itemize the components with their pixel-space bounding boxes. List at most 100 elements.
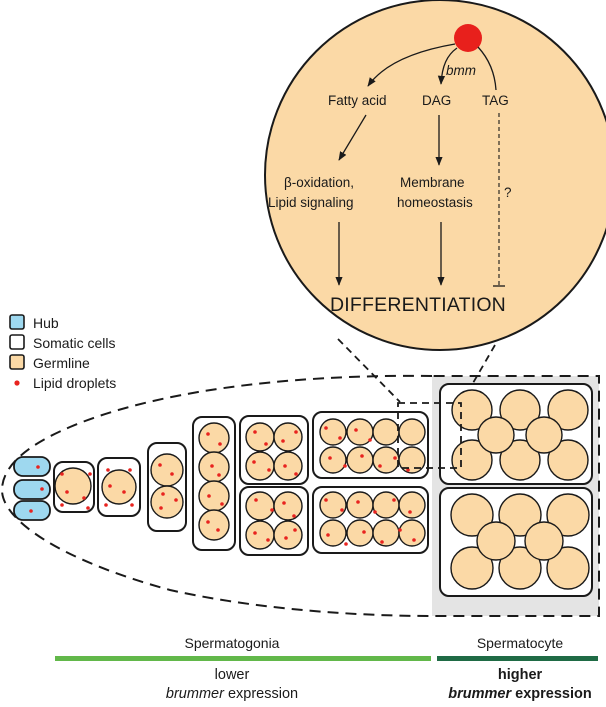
lipid-droplet — [406, 468, 410, 472]
lipid-droplet — [60, 503, 64, 507]
lipid-droplet — [340, 508, 344, 512]
lipid-droplet — [218, 442, 222, 446]
question-mark-label: ? — [504, 185, 512, 200]
germ-cell — [245, 491, 275, 521]
arrow-fatty-acid-to-beta — [338, 114, 367, 161]
lipid-droplet — [220, 502, 224, 506]
germ-cell — [346, 446, 374, 474]
germ-cell — [498, 546, 542, 590]
germ-cell — [198, 451, 230, 483]
lipid-droplet — [360, 454, 364, 458]
tag-label: TAG — [482, 93, 509, 108]
germ-cell — [546, 546, 590, 590]
testis-diagram — [0, 338, 600, 617]
lipid-droplet — [158, 463, 162, 467]
germ-cell — [372, 446, 400, 474]
germ-cell — [499, 389, 541, 431]
beta-oxidation-label: β-oxidation, — [284, 175, 354, 190]
germ-cell — [319, 446, 347, 474]
spermatogonia-label: Spermatogonia — [185, 635, 280, 651]
homeostasis-label: homeostasis — [397, 195, 473, 210]
lipid-droplet — [412, 538, 416, 542]
germ-cell — [398, 519, 426, 547]
higher-expression-suffix: expression — [511, 686, 592, 702]
lipid-droplet — [108, 484, 112, 488]
germ-cell — [547, 389, 589, 431]
higher-expression-label: brummer expression — [448, 686, 591, 702]
germ-cell — [547, 439, 589, 481]
legend-lipid-label: Lipid droplets — [33, 375, 116, 391]
differentiation-label: DIFFERENTIATION — [330, 294, 506, 316]
enzyme-label-bmm: bmm — [446, 63, 476, 78]
germ-cell — [346, 491, 374, 519]
spermatogonia-bar — [55, 656, 431, 661]
hub-cell — [13, 479, 51, 500]
higher-gene-name: brummer — [448, 686, 512, 702]
germ-cell — [546, 493, 590, 537]
lipid-droplet — [270, 508, 274, 512]
spermatocyte-bar — [437, 656, 598, 661]
magnified-cell-circle — [264, 0, 606, 351]
lower-gene-name: brummer — [166, 686, 225, 702]
lipid-droplet — [294, 472, 298, 476]
lipid-droplet — [65, 490, 69, 494]
testis-outline — [0, 374, 600, 617]
lipid-droplet — [392, 498, 396, 502]
lipid-droplet — [328, 456, 332, 460]
lipid-droplet — [393, 456, 397, 460]
lipid-droplet — [122, 490, 126, 494]
arrow-to-dag — [437, 47, 458, 85]
lipid-droplet-top-icon — [454, 24, 482, 52]
lipid-droplet — [36, 465, 40, 469]
germ-cell — [198, 480, 230, 512]
lipid-droplet — [216, 528, 220, 532]
lipid-droplet — [343, 464, 347, 468]
legend-hub-swatch — [9, 314, 25, 330]
lipid-droplet — [170, 472, 174, 476]
germ-cell — [245, 422, 275, 452]
lipid-droplet — [354, 428, 358, 432]
germ-cell — [245, 520, 275, 550]
germ-cell — [451, 439, 493, 481]
lipid-droplet — [373, 510, 377, 514]
germ-cell — [499, 439, 541, 481]
lower-expression-suffix: expression — [224, 686, 298, 702]
lipid-droplet — [161, 492, 165, 496]
lipid-droplet — [104, 503, 108, 507]
germ-cell — [525, 416, 563, 454]
germ-cell — [198, 422, 230, 454]
lower-expression-label: brummer expression — [166, 686, 298, 702]
lipid-droplet — [130, 503, 134, 507]
lipid-droplet — [380, 540, 384, 544]
germ-cell — [372, 418, 400, 446]
lipid-droplet — [398, 528, 402, 532]
germ-cell — [319, 519, 347, 547]
lipid-droplet — [264, 442, 268, 446]
lipid-droplet — [210, 464, 214, 468]
germ-cell — [476, 521, 516, 561]
pathway-panel: bmm Fatty acid DAG TAG β-oxidation, Lipi… — [264, 0, 606, 351]
germ-cell — [273, 422, 303, 452]
lipid-droplet — [356, 500, 360, 504]
lipid-droplet — [292, 514, 296, 518]
germ-cell — [346, 519, 374, 547]
lipid-droplet — [88, 472, 92, 476]
lipid-droplet — [206, 520, 210, 524]
germ-cell — [150, 485, 184, 519]
germ-cell — [498, 493, 542, 537]
germ-cell — [101, 469, 137, 505]
dag-label: DAG — [422, 93, 451, 108]
spermatocyte-label: Spermatocyte — [477, 635, 564, 651]
lipid-droplet — [252, 460, 256, 464]
legend-hub-label: Hub — [33, 315, 59, 331]
legend-somatic-label: Somatic cells — [33, 335, 115, 351]
lipid-droplet — [40, 487, 44, 491]
higher-label: higher — [498, 667, 543, 683]
lipid-droplet — [206, 432, 210, 436]
legend-somatic-swatch — [9, 334, 25, 350]
lipid-droplet — [159, 506, 163, 510]
lipid-droplet — [267, 468, 271, 472]
lipid-droplet — [378, 464, 382, 468]
lipid-droplet — [293, 528, 297, 532]
